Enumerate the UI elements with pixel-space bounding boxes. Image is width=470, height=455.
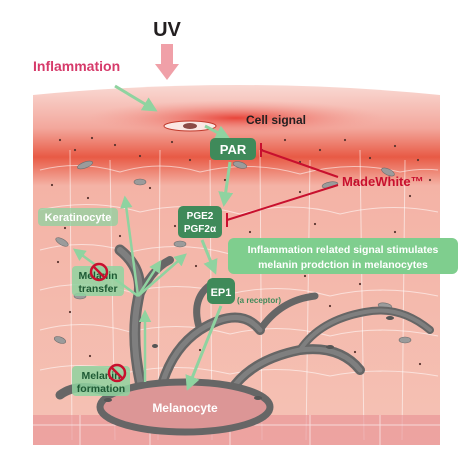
keratinocyte-tag: [38, 208, 118, 226]
callout-box: [228, 238, 458, 274]
melanin-transfer-label-2: transfer: [78, 283, 117, 295]
no-sign-icon: [89, 262, 109, 282]
cell-signal-label: Cell signal: [246, 113, 306, 127]
pge2-to-ep1-arrow: [200, 239, 218, 275]
par-node: [210, 138, 256, 160]
callout-line-1: Inflammation related signal stimulates: [248, 244, 439, 256]
pge2-label: PGE2: [187, 211, 214, 222]
ep1-to-melanocyte-arrow: [185, 305, 223, 391]
melanocyte-label: Melanocyte: [152, 401, 218, 415]
madewhite-label: MadeWhite™: [342, 174, 424, 189]
par-label: PAR: [220, 142, 247, 157]
madewhite-inhibition: [226, 143, 339, 227]
ep1-label: EP1: [211, 287, 232, 299]
melanin-transfer-arrows: [72, 195, 187, 298]
no-sign-icon: [107, 363, 127, 383]
melanocyte-body: [96, 378, 274, 436]
pge2-node: [178, 206, 222, 238]
melanin-formation-tag: [72, 366, 130, 396]
inflammation-arrow: [114, 84, 158, 112]
cell-signal-arrow: [204, 124, 231, 140]
receptor-note: (a receptor): [237, 296, 281, 305]
epidermis-red-band: [86, 100, 386, 136]
inflammation-label: Inflammation: [33, 58, 120, 74]
melanocyte-granules: [104, 316, 394, 402]
uv-arrow: [155, 44, 179, 80]
signal-cell: [163, 120, 217, 132]
ep1-node: [207, 278, 235, 304]
pgf2a-label: PGF2α: [184, 224, 217, 235]
par-to-pge2-arrow: [218, 161, 234, 207]
uv-title: UV: [153, 19, 181, 41]
melanin-formation-label-2: formation: [77, 383, 125, 395]
keratinocyte-label: Keratinocyte: [45, 212, 112, 224]
callout-line-2: melanin prodction in melanocytes: [258, 259, 428, 271]
